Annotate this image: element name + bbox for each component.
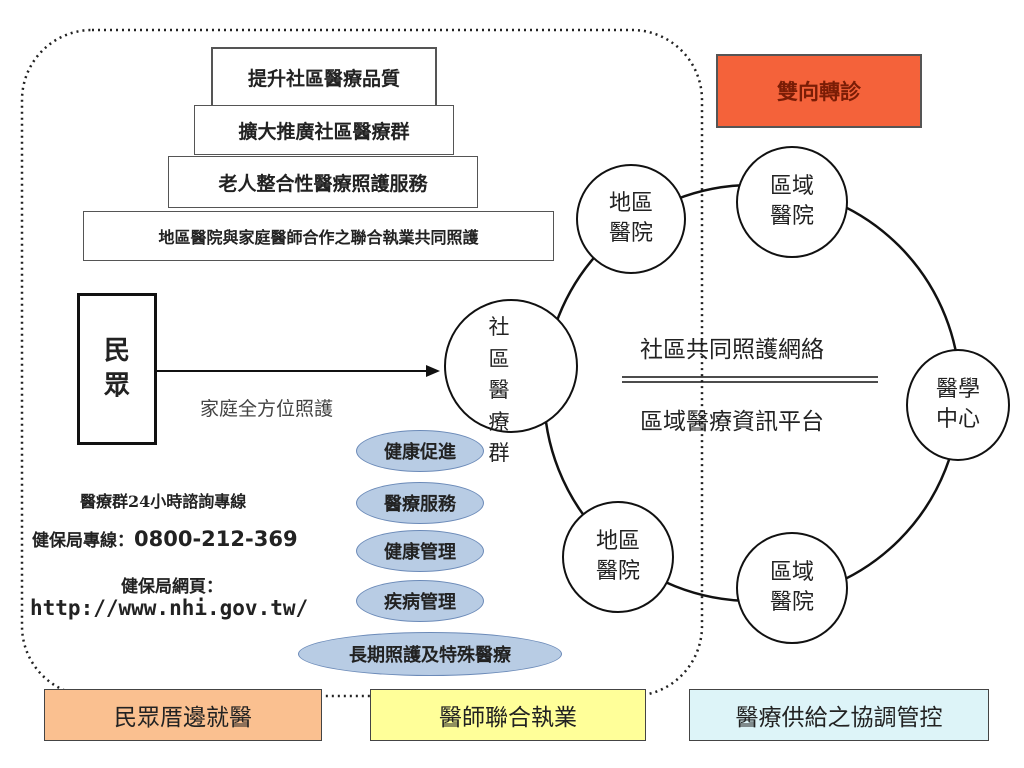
community-char-4: 療 (488, 409, 510, 434)
hotline-label: 健保局專線： (32, 531, 134, 551)
node-regional-hospital-top: 區域醫院 (736, 146, 848, 258)
family-care-label: 家庭全方位照護 (200, 398, 334, 420)
people-char-1: 民 (103, 335, 130, 366)
referral-box: 雙向轉診 (716, 54, 922, 128)
elderly-box: 老人整合性醫療照護服務 (168, 156, 478, 208)
hotline-title: 醫療群24小時諮詢專線 (80, 492, 247, 511)
community-char-5: 群 (488, 441, 510, 465)
people-char-2: 眾 (103, 371, 130, 401)
people-box: 民 眾 (77, 293, 157, 445)
hotline-number: 0800-212-369 (134, 527, 298, 551)
bottom-left-box: 民眾厝邊就醫 (44, 689, 322, 741)
community-char-3: 醫 (488, 378, 510, 402)
website-url[interactable]: http://www.nhi.gov.tw/ (30, 596, 309, 620)
network-title: 社區共同照護網絡 (640, 337, 824, 363)
website-label: 健保局網頁： (121, 577, 223, 597)
community-group-circle (444, 299, 578, 433)
community-char-2: 區 (488, 346, 510, 371)
quality-box: 提升社區醫療品質 (211, 47, 437, 107)
service-disease-management: 疾病管理 (356, 580, 484, 622)
community-char-1: 社 (488, 315, 510, 339)
service-medical: 醫療服務 (356, 482, 484, 524)
node-regional-hospital-bottom: 區域醫院 (736, 532, 848, 644)
care-arrow-head (426, 365, 440, 377)
cooperation-box: 地區醫院與家庭醫師合作之聯合執業共同照護 (83, 211, 554, 261)
bottom-middle-box: 醫師聯合執業 (370, 689, 646, 741)
node-district-hospital-bottom: 地區醫院 (562, 501, 674, 613)
node-district-hospital-top: 地區醫院 (576, 164, 686, 274)
service-long-term-care: 長期照護及特殊醫療 (298, 632, 562, 676)
service-health-promotion: 健康促進 (356, 430, 484, 472)
hotline-row: 健保局專線：0800-212-369 (32, 526, 298, 551)
bottom-right-box: 醫療供給之協調管控 (689, 689, 989, 741)
node-medical-center: 醫學中心 (906, 349, 1010, 461)
platform-title: 區域醫療資訊平台 (640, 409, 824, 435)
service-health-management: 健康管理 (356, 530, 484, 572)
community-region-border (20, 28, 704, 698)
community-group-text: 社 區 醫 療 群 (484, 312, 514, 470)
expand-box: 擴大推廣社區醫療群 (194, 105, 454, 155)
